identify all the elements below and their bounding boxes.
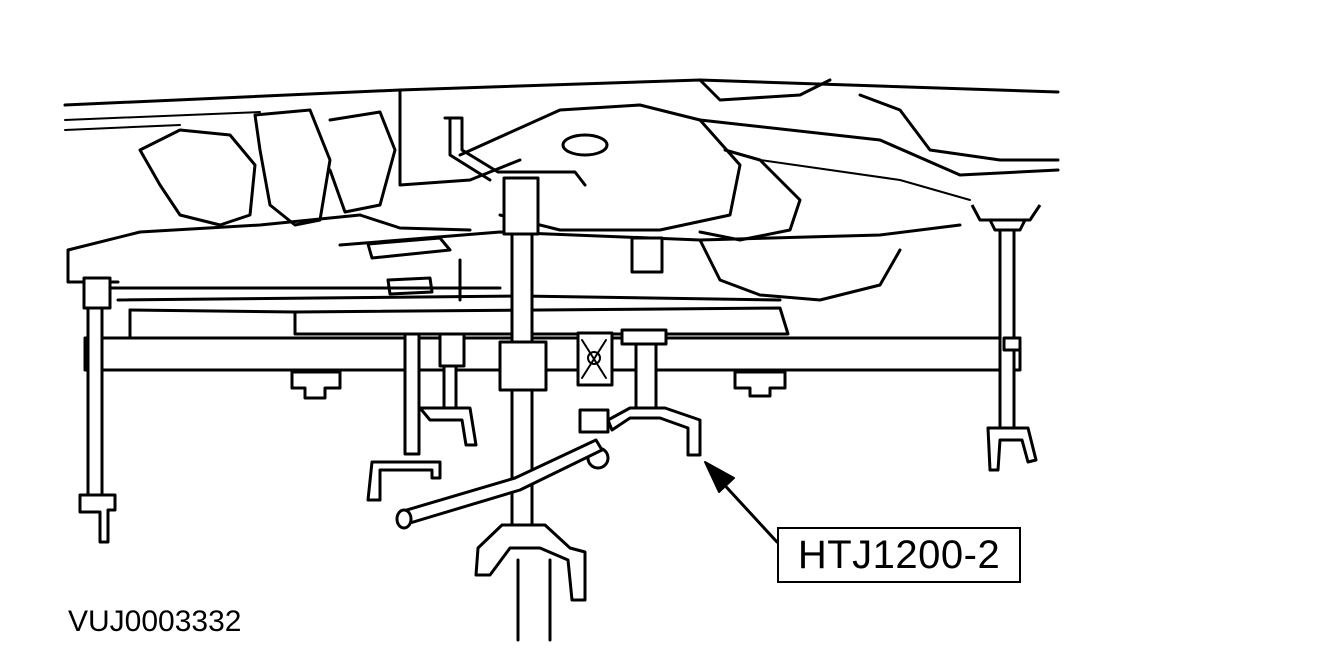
adjustable-hooks <box>290 328 787 502</box>
support-beam <box>83 306 1022 372</box>
callout-leader <box>704 461 779 544</box>
center-lifting-column <box>443 116 614 642</box>
cross-bar <box>395 438 604 530</box>
vehicle-underbody <box>63 78 1060 302</box>
tool-callout-box: HTJ1200-2 <box>777 527 1021 583</box>
left-support-leg <box>78 276 120 544</box>
figure-reference-id: VUJ0003332 <box>68 605 242 638</box>
tool-callout-label: HTJ1200-2 <box>797 533 1001 577</box>
right-support-leg <box>970 204 1042 472</box>
